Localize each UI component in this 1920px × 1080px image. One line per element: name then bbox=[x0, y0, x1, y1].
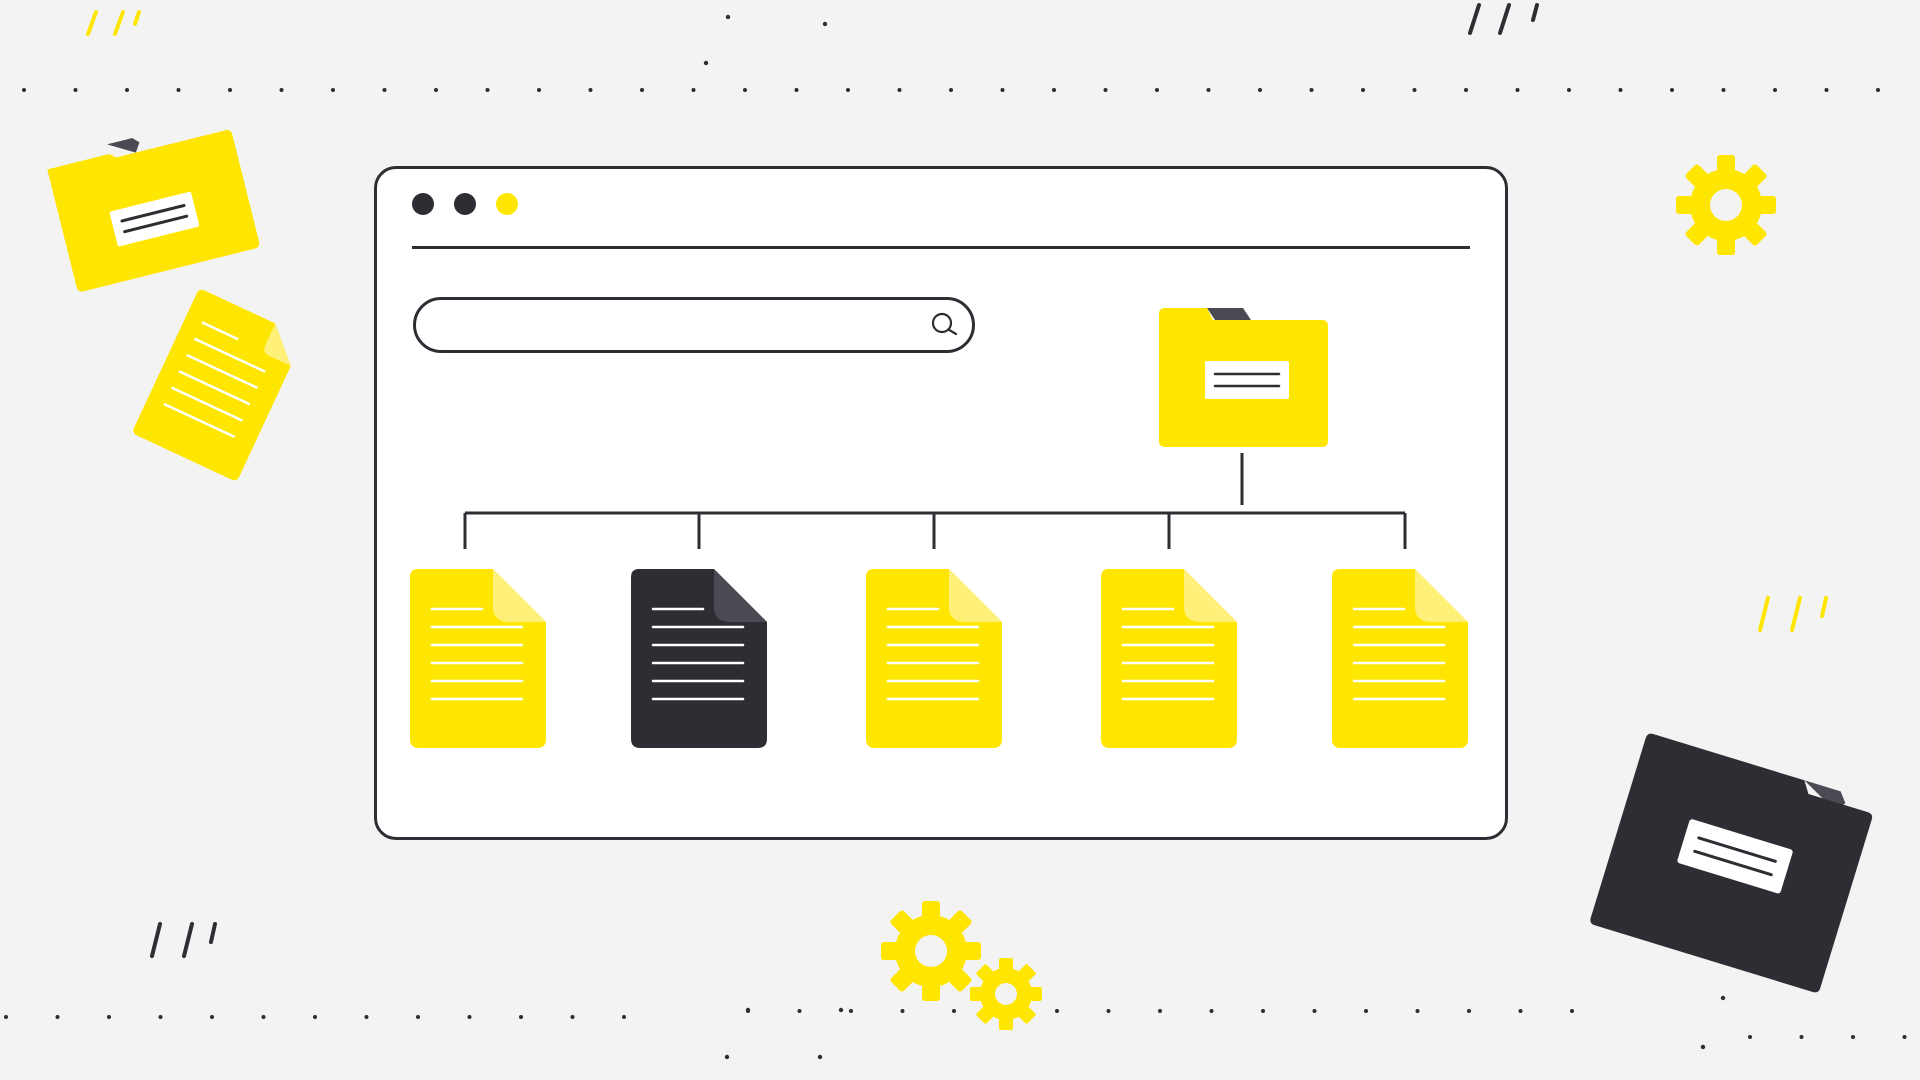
gear-icon bbox=[970, 958, 1042, 1030]
document-icon[interactable] bbox=[1101, 569, 1237, 748]
window-control-dot[interactable] bbox=[454, 193, 476, 215]
tree-connectors bbox=[463, 453, 1407, 549]
scattered-dots bbox=[703, 14, 1726, 1060]
folder-icon bbox=[47, 130, 260, 292]
slash-marks-top-right bbox=[1468, 3, 1539, 35]
document-icon[interactable] bbox=[866, 569, 1002, 748]
search-icon[interactable] bbox=[930, 311, 960, 341]
search-bar[interactable] bbox=[413, 297, 975, 353]
window-control-dot[interactable] bbox=[496, 193, 518, 215]
browser-window bbox=[374, 166, 1508, 840]
document-icon[interactable] bbox=[1332, 569, 1468, 748]
root-folder-icon[interactable] bbox=[1159, 308, 1328, 447]
dotted-line-bottom bbox=[4, 1009, 1912, 1039]
slash-marks-bottom-left bbox=[150, 922, 217, 958]
document-icon[interactable] bbox=[410, 569, 546, 748]
document-icon[interactable] bbox=[631, 569, 767, 748]
folder-icon bbox=[1590, 733, 1873, 993]
slash-marks-right bbox=[1758, 596, 1828, 632]
header-divider bbox=[412, 246, 1470, 249]
slash-marks-top-left bbox=[86, 10, 141, 36]
gear-icon bbox=[1676, 155, 1776, 255]
window-control-dot[interactable] bbox=[412, 193, 434, 215]
document-icon bbox=[133, 287, 291, 481]
gear-icon bbox=[881, 901, 981, 1001]
search-input[interactable] bbox=[436, 308, 910, 344]
file-tree bbox=[410, 308, 1468, 748]
